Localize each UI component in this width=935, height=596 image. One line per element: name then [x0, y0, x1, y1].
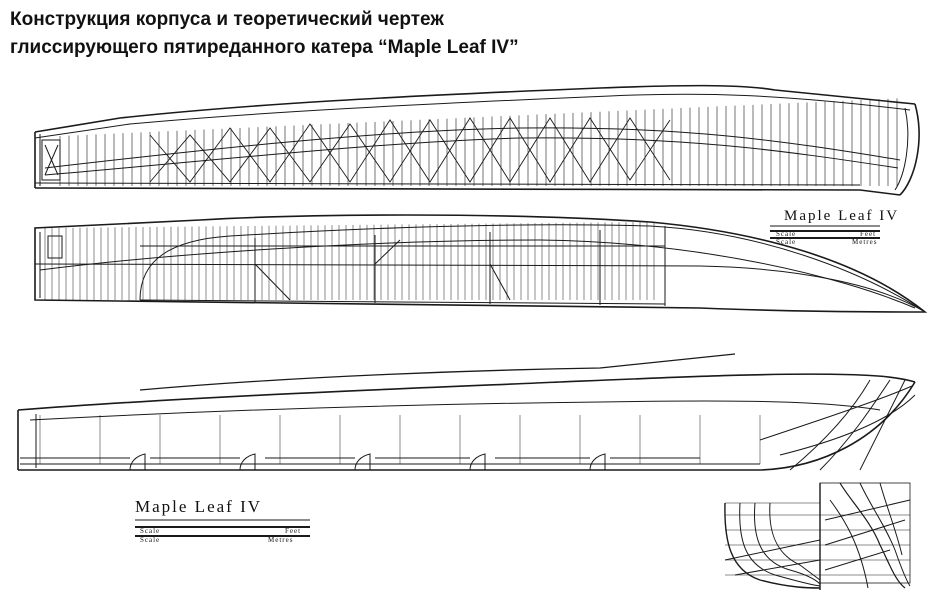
upper-title-block: Maple Leaf IV Scale Feet Scale Metres: [770, 208, 899, 246]
upper-scale-label-2: Scale: [776, 238, 796, 246]
frames-profile: [59, 98, 898, 186]
lower-scale-label: Scale: [140, 527, 160, 535]
stations-profile: [39, 415, 761, 464]
upper-metres-label: Metres: [852, 238, 877, 246]
construction-profile: [34, 84, 920, 196]
lines-profile: [17, 353, 916, 471]
lower-drawing-title: Maple Leaf IV: [135, 497, 262, 516]
construction-plan: [34, 214, 928, 313]
body-plan: [724, 482, 911, 590]
upper-scale-label: Scale: [776, 230, 796, 238]
upper-drawing-title: Maple Leaf IV: [784, 208, 899, 224]
truss-diagonals: [149, 117, 671, 183]
upper-feet-label: Feet: [860, 230, 876, 238]
lower-title-block: Maple Leaf IV Scale Feet Scale Metres: [135, 497, 310, 544]
title-line-2: глиссирующего пятиреданного катера “Mapl…: [10, 37, 519, 58]
title-line-1: Конструкция корпуса и теоретический черт…: [10, 9, 444, 30]
lower-feet-label: Feet: [285, 527, 301, 535]
frames-plan: [44, 221, 655, 300]
page-title: Конструкция корпуса и теоретический черт…: [10, 6, 519, 62]
lower-metres-label: Metres: [268, 536, 293, 544]
lower-scale-label-2: Scale: [140, 536, 160, 544]
